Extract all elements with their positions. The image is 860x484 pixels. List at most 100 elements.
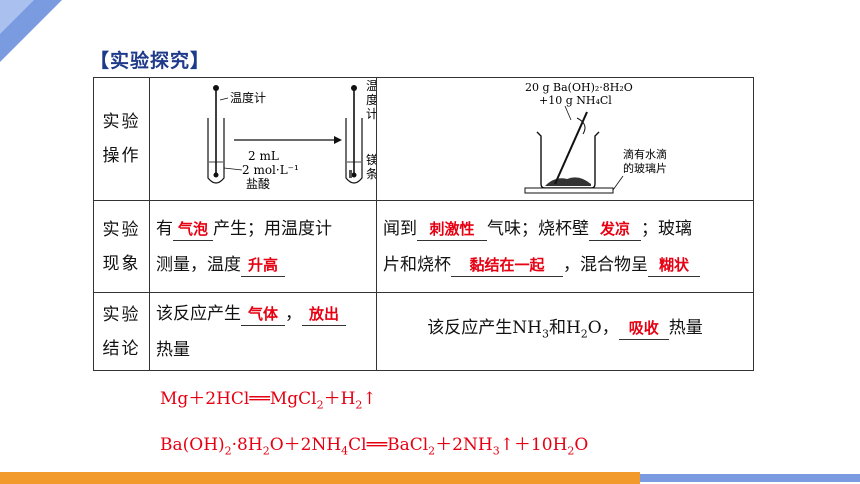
eq-text: O	[574, 435, 589, 455]
phen1-line1: 有气泡产生；用温度计	[156, 211, 370, 247]
stirring-rod	[554, 111, 588, 185]
answer-blank: 糊状	[648, 254, 700, 277]
answer-blank: 升高	[241, 254, 285, 277]
subscript: 2	[355, 398, 363, 412]
stir-motion-mark	[576, 117, 586, 135]
conclusion-mg-cell: 该反应产生气体，放出 热量	[149, 292, 377, 371]
text: ；玻璃	[641, 218, 692, 239]
subscript: 2	[580, 327, 588, 341]
text: ，	[285, 303, 302, 324]
text: 该反应产生NH	[427, 318, 542, 339]
text: 和H	[548, 318, 581, 339]
text: 测量，温度	[156, 254, 241, 275]
acid-concentration: 2 mol·L⁻¹	[242, 163, 299, 177]
text: 闻到	[383, 218, 417, 239]
row-phenomenon: 实验 现象 有气泡产生；用温度计 测量，温度升高 闻到刺激性气味；烧杯壁发凉；玻…	[93, 200, 754, 293]
thermometer-vertical-label: 温	[366, 79, 376, 93]
subscript: 2	[428, 444, 436, 458]
answer-blank: 刺激性	[417, 218, 487, 241]
row-label-operation: 实验 操作	[93, 77, 150, 201]
text: 热量	[668, 318, 703, 339]
eq-text: ＋2NH	[435, 435, 493, 455]
equation-mg-hcl: Mg＋2HCl══MgCl2＋H2↑	[160, 384, 377, 411]
eq-text: ＋H	[323, 389, 356, 409]
thermometer-vertical-label: 计	[366, 107, 376, 121]
subscript: 3	[492, 444, 500, 458]
thermometer-right-bulb	[351, 172, 357, 178]
phenomenon-mg-cell: 有气泡产生；用温度计 测量，温度升高	[149, 200, 377, 293]
acid-volume: 2 mL	[248, 149, 279, 163]
bottom-bar-orange	[0, 472, 640, 484]
bottom-bar-blue	[640, 474, 860, 482]
section-heading: 【实验探究】	[90, 50, 211, 72]
answer-blank: 放出	[302, 303, 346, 326]
thermometer-vertical-label: 度	[366, 92, 376, 107]
mg-vertical-label: 条	[366, 167, 376, 181]
test-tube-left	[207, 118, 225, 184]
row-label-phenomenon: 实验 现象	[93, 200, 150, 293]
glass-pointer	[612, 175, 624, 191]
row-operation: 实验 操作 温度计 2 mL 2 mol·L⁻¹ 盐酸	[93, 77, 754, 201]
arrow-head	[334, 136, 342, 144]
subscript: 4	[341, 444, 349, 458]
thermometer-left-top	[213, 85, 219, 91]
phen2-line1: 闻到刺激性气味；烧杯壁发凉；玻璃	[383, 211, 747, 247]
glass-label-line2: 的玻璃片	[623, 161, 667, 175]
test-tube-right	[345, 118, 363, 184]
text: 该反应产生	[156, 303, 241, 324]
row-label-line: 结论	[102, 338, 141, 359]
mg-vertical-label: 镁	[366, 153, 376, 167]
experiment-table: 实验 操作 温度计 2 mL 2 mol·L⁻¹ 盐酸	[93, 77, 754, 371]
thermometer-right-top	[351, 85, 357, 91]
text: ，混合物呈	[563, 254, 648, 275]
conc1-line1: 该反应产生气体，放出	[156, 296, 370, 332]
row-label-line: 实验	[102, 304, 141, 325]
row-label-conclusion: 实验 结论	[93, 292, 150, 371]
answer-blank: 黏结在一起	[451, 254, 563, 277]
row-label-line: 实验	[102, 112, 141, 132]
mg-hcl-diagram: 温度计 2 mL 2 mol·L⁻¹ 盐酸 温 度 计 镁 条	[207, 79, 378, 191]
answer-blank: 气泡	[173, 218, 213, 241]
label-pointer	[219, 97, 229, 101]
subscript: 3	[541, 327, 549, 341]
eq-text: Mg＋2HCl══MgCl	[160, 389, 317, 409]
eq-text: Cl══BaCl	[348, 435, 429, 455]
subscript: 2	[224, 444, 232, 458]
eq-text: ·8H	[231, 435, 263, 455]
answer-blank: 吸收	[618, 317, 669, 341]
row-label-line: 实验	[102, 219, 141, 240]
subscript: 2	[567, 444, 575, 458]
conclusion-beaker-cell: 该反应产生NH3和H2O，吸收热量	[376, 292, 754, 371]
glass-plate	[524, 187, 614, 194]
mg-strip	[349, 170, 352, 178]
equation-ba-nh4cl: Ba(OH)2·8H2O＋2NH4Cl══BaCl2＋2NH3↑＋10H2O	[160, 430, 588, 457]
acid-pointer	[223, 167, 243, 171]
eq-text: ↑	[362, 389, 377, 409]
thermometer-label: 温度计	[230, 90, 266, 105]
phen1-line2: 测量，温度升高	[156, 247, 370, 283]
text: 片和烧杯	[383, 254, 451, 275]
glass-label-line1: 滴有水滴	[623, 147, 667, 161]
diagram-mg-hcl-cell: 温度计 2 mL 2 mol·L⁻¹ 盐酸 温 度 计 镁 条	[149, 77, 378, 201]
beaker-diagram: 20 g Ba(OH)₂·8H₂O +10 g NH₄Cl 滴有水滴 的玻璃片	[524, 81, 667, 194]
conc1-line2: 热量	[156, 332, 370, 368]
text: 热量	[156, 339, 190, 360]
row-label-line: 操作	[102, 146, 141, 166]
reagent-pointer	[564, 105, 572, 121]
reagent-label-line1: 20 g Ba(OH)₂·8H₂O	[525, 81, 633, 94]
eq-text: Ba(OH)	[160, 435, 225, 455]
subscript: 2	[316, 398, 324, 412]
row-conclusion: 实验 结论 该反应产生气体，放出 热量 该反应产生NH3和H2O，吸收热量	[93, 292, 754, 371]
text: 有	[156, 218, 173, 239]
text: 气味；烧杯壁	[487, 218, 589, 239]
phenomenon-beaker-cell: 闻到刺激性气味；烧杯壁发凉；玻璃 片和烧杯黏结在一起，混合物呈糊状	[376, 200, 754, 293]
answer-blank: 气体	[241, 303, 285, 326]
phen2-line2: 片和烧杯黏结在一起，混合物呈糊状	[383, 247, 747, 283]
eq-text: ↑＋10H	[499, 435, 568, 455]
corner-decoration-inner	[0, 0, 34, 34]
bottom-bar	[0, 472, 860, 484]
text: O，	[587, 318, 619, 339]
answer-blank: 发凉	[589, 218, 641, 241]
eq-text: O＋2NH	[269, 435, 342, 455]
diagram-beaker-cell: 20 g Ba(OH)₂·8H₂O +10 g NH₄Cl 滴有水滴 的玻璃片	[376, 77, 754, 201]
